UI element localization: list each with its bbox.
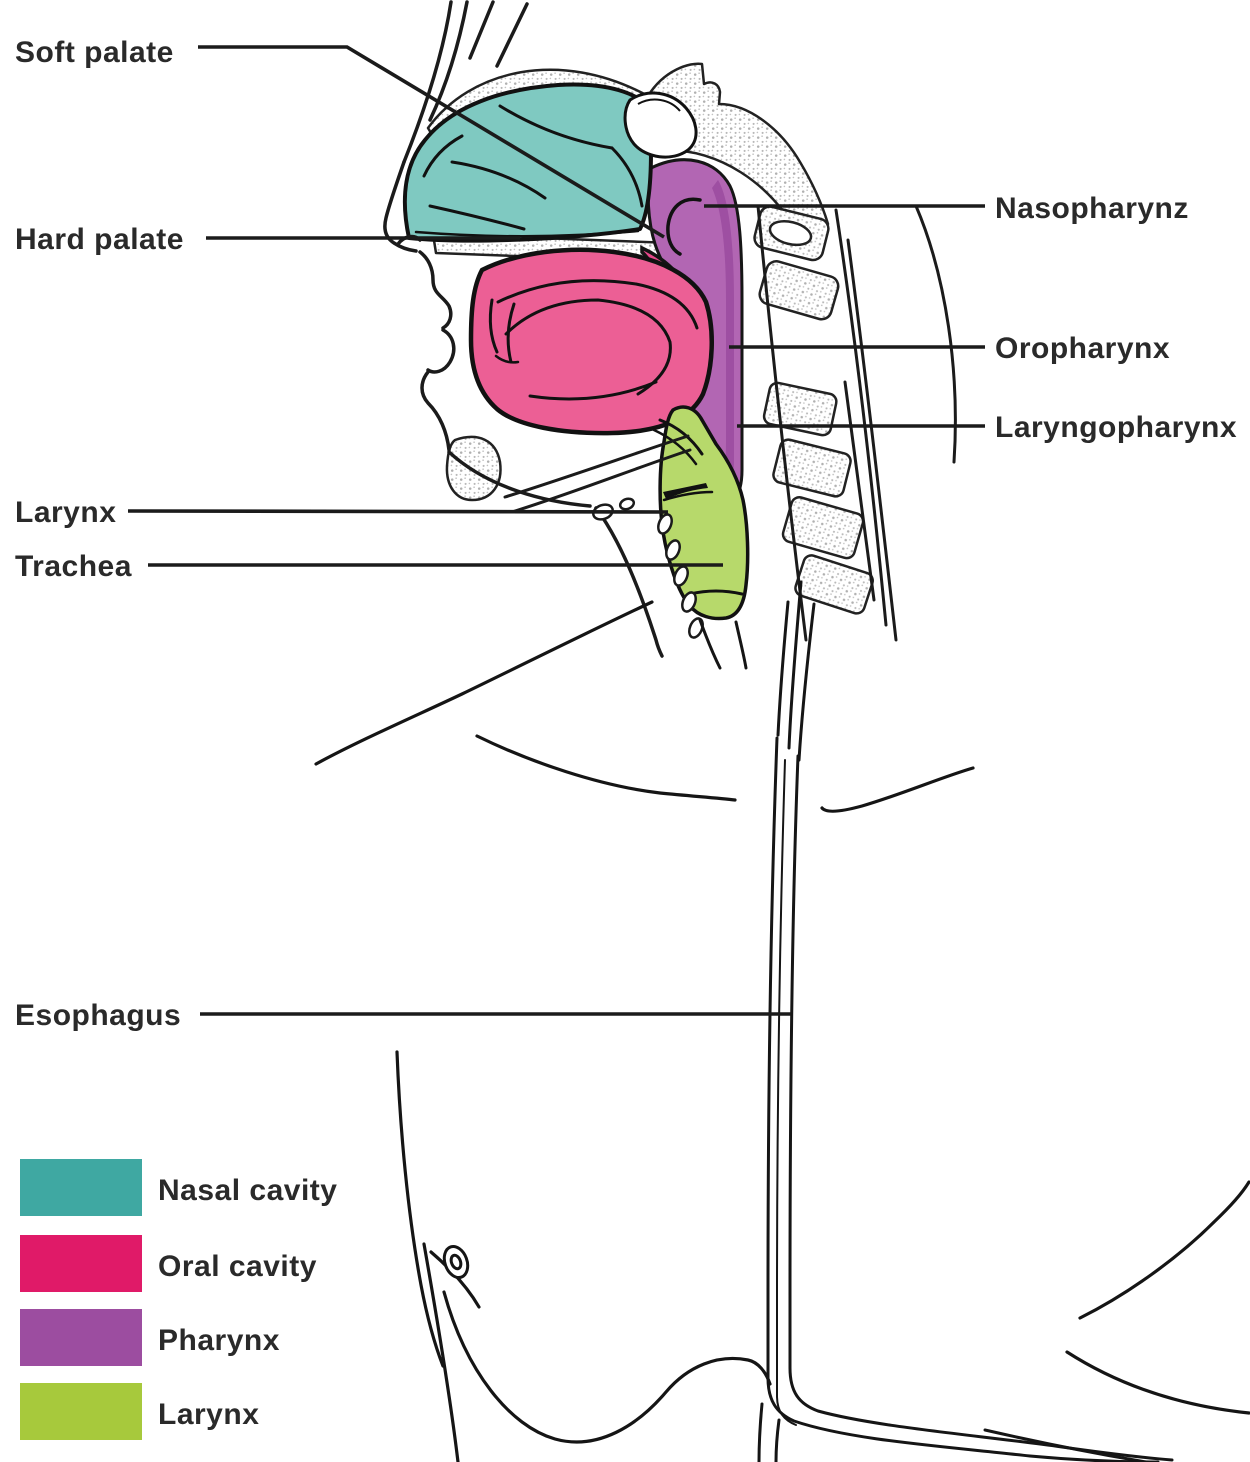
lower-lip xyxy=(426,328,456,374)
esophagus-tube-lines xyxy=(698,580,1174,1462)
nipple-detail xyxy=(442,1245,470,1279)
oropharynx-label: Oropharynx xyxy=(995,332,1170,365)
legend: Nasal cavity Oral cavity Pharynx Larynx xyxy=(20,1159,337,1440)
legend-label-oral-cavity: Oral cavity xyxy=(158,1250,317,1283)
upper-lip xyxy=(418,250,453,330)
armpit-fold-line xyxy=(429,1250,481,1309)
mouth-floor-line xyxy=(510,448,692,514)
nape-line xyxy=(914,204,957,464)
mouth-floor-line xyxy=(503,434,690,499)
annotation-labels: Soft palate Hard palate Larynx Trachea E… xyxy=(15,36,1237,1032)
nasopharynx-label: Nasopharynz xyxy=(995,192,1189,225)
oral-cavity-region xyxy=(468,247,714,436)
cardia-arc xyxy=(983,1428,1148,1462)
neck-front-line xyxy=(594,506,664,658)
esophagus-right-wall xyxy=(788,754,1174,1462)
larynx-label: Larynx xyxy=(15,496,116,529)
mandible-bone xyxy=(445,435,502,502)
skull-base-bone xyxy=(646,62,830,240)
legend-item-oral-cavity: Oral cavity xyxy=(20,1235,317,1292)
jaw-line xyxy=(447,450,592,508)
legend-swatch-pharynx xyxy=(20,1309,142,1366)
eustachian-cushion-line xyxy=(666,197,702,256)
left-clavicle-line xyxy=(475,734,737,802)
left-inner-arm-line xyxy=(422,1242,460,1462)
nasal-cavity-shape xyxy=(402,82,653,243)
hard-palate-label: Hard palate xyxy=(15,223,184,256)
legend-swatch-oral-cavity xyxy=(20,1235,142,1292)
legend-swatch-nasal-cavity xyxy=(20,1159,142,1216)
legend-item-larynx: Larynx xyxy=(20,1383,259,1440)
cervical-vertebrae xyxy=(753,205,874,615)
esophagus-label: Esophagus xyxy=(15,999,181,1032)
right-clavicle-line xyxy=(820,766,975,813)
hyoid-and-tracheal-rings xyxy=(592,497,704,639)
torso-contour-lines xyxy=(314,600,1250,1462)
head-profile-lines xyxy=(383,0,692,658)
tongue-detail-lines xyxy=(488,279,699,401)
laryngopharynx-label: Laryngopharynx xyxy=(995,411,1237,444)
legend-label-pharynx: Pharynx xyxy=(158,1324,280,1357)
chest-sweep-line xyxy=(442,1290,772,1444)
back-of-neck-line xyxy=(843,380,876,602)
nasal-cavity-region xyxy=(402,82,653,243)
nasal-turbinate-lines xyxy=(414,104,644,238)
legend-item-nasal-cavity: Nasal cavity xyxy=(20,1159,337,1216)
left-arm-line xyxy=(395,1050,445,1368)
nose-profile xyxy=(383,160,418,253)
legend-label-larynx: Larynx xyxy=(158,1398,259,1431)
spine-outline-lines xyxy=(756,204,957,642)
esophagus-left-wall xyxy=(766,736,1160,1462)
esophagus-lumen-line xyxy=(776,759,797,1426)
larynx-leader xyxy=(127,509,669,514)
legend-swatch-larynx xyxy=(20,1383,142,1440)
atlas-facet xyxy=(768,219,813,247)
left-shoulder-line xyxy=(314,600,654,766)
sphenoid-sinus xyxy=(623,91,698,159)
chin xyxy=(420,370,451,452)
trachea-label: Trachea xyxy=(15,550,132,583)
soft-palate-label: Soft palate xyxy=(15,36,174,69)
leader-lines xyxy=(127,45,985,1016)
pharynx-shade xyxy=(712,180,734,504)
legend-label-nasal-cavity: Nasal cavity xyxy=(158,1174,337,1207)
legend-item-pharynx: Pharynx xyxy=(20,1309,280,1366)
vocal-fold-wedge xyxy=(663,483,708,499)
soft-palate-leader xyxy=(198,45,665,239)
right-chest-lower-line xyxy=(1065,1350,1250,1415)
right-chest-upper-line xyxy=(1078,1180,1250,1320)
